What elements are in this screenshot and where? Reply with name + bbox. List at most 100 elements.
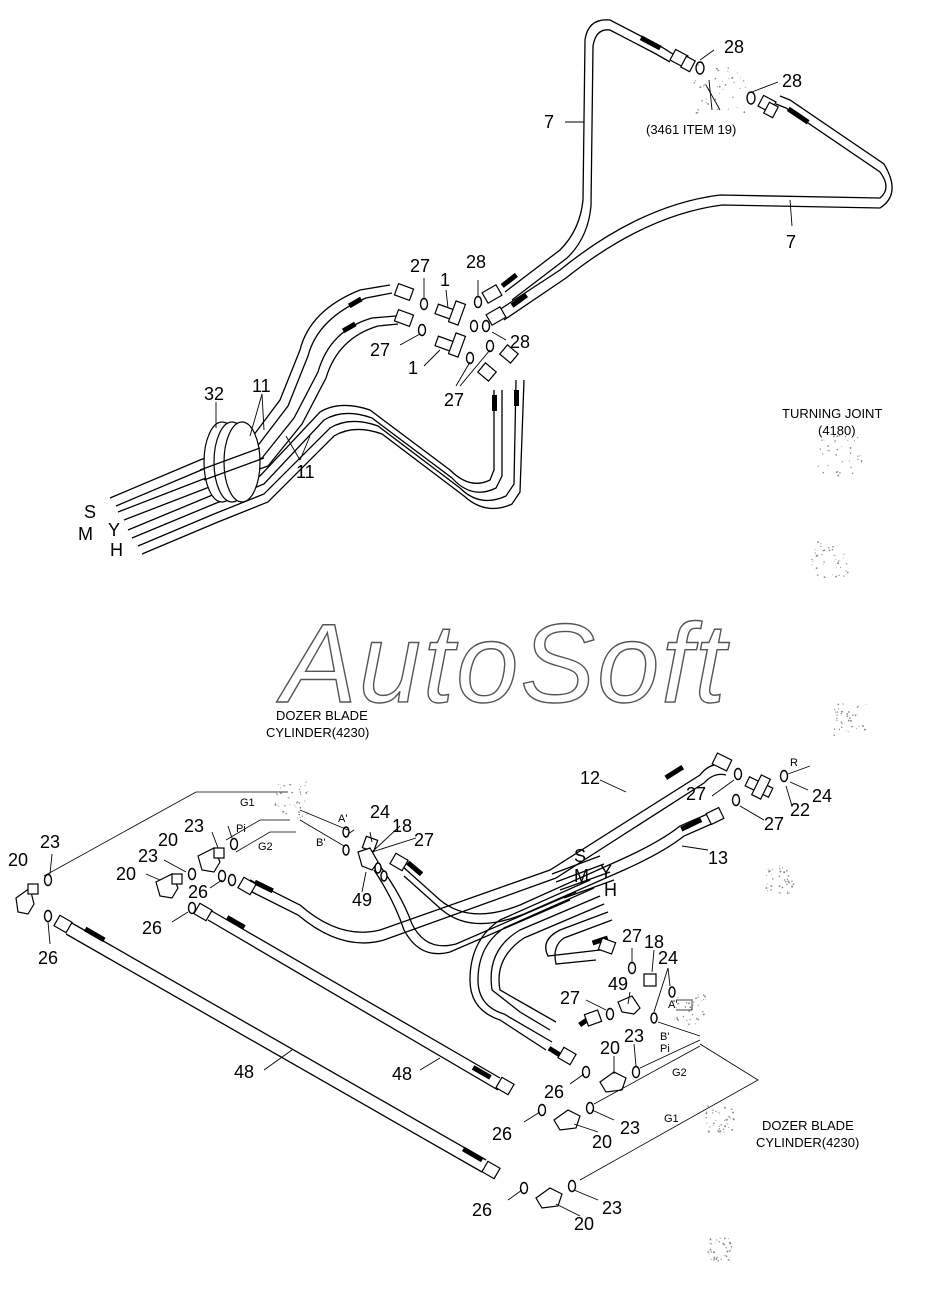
noise-dot: [848, 460, 851, 462]
noise-dot: [688, 1002, 690, 1005]
hose-7-lower: [495, 95, 893, 321]
noise-dot: [713, 1258, 716, 1260]
noise-dot: [709, 1248, 712, 1251]
noise-dot: [725, 1118, 728, 1121]
noise-dot: [832, 433, 833, 435]
label-7: 7: [786, 232, 796, 252]
noise-dot: [714, 77, 717, 80]
noise-dot: [852, 714, 854, 716]
noise-dot: [712, 1122, 714, 1124]
noise-dot: [701, 1000, 703, 1002]
noise-dot: [835, 575, 838, 578]
noise-dot: [289, 804, 291, 806]
noise-dot: [778, 885, 781, 887]
turning-joint-number: (4180): [818, 423, 856, 438]
noise-dot: [716, 1257, 718, 1259]
label-23: 23: [602, 1198, 622, 1218]
noise-dot: [787, 880, 790, 883]
label-49: 49: [352, 890, 372, 910]
noise-dot: [277, 791, 279, 793]
noise-dot: [778, 868, 781, 870]
noise-dot: [791, 885, 794, 888]
noise-dot: [716, 108, 719, 111]
noise-dot: [837, 703, 840, 706]
noise-dot: [728, 1241, 731, 1244]
label-20: 20: [574, 1214, 594, 1234]
noise-dot: [765, 887, 768, 890]
noise-dot: [706, 86, 708, 88]
noise-dot: [849, 452, 852, 454]
label-26: 26: [142, 918, 162, 938]
port-pi: Pi: [236, 823, 246, 835]
noise-dot: [709, 1238, 712, 1241]
noise-dot: [298, 802, 301, 804]
noise-dot: [693, 1001, 695, 1003]
label-27: 27: [444, 390, 464, 410]
label-26: 26: [544, 1082, 564, 1102]
noise-dot: [845, 562, 847, 564]
noise-dot: [707, 1130, 710, 1133]
noise-dot: [682, 1015, 685, 1018]
noise-dot: [728, 78, 730, 80]
label-27: 27: [370, 340, 390, 360]
noise-dot: [853, 440, 856, 442]
noise-dot: [689, 1006, 692, 1009]
noise-dot: [817, 465, 820, 467]
noise-dot: [812, 560, 814, 562]
noise-dot: [861, 724, 863, 726]
noise-dot: [713, 1260, 715, 1262]
noise-dot: [721, 80, 723, 82]
label-27: 27: [410, 256, 430, 276]
noise-dot: [857, 705, 859, 707]
noise-dot: [709, 1242, 711, 1244]
label-23: 23: [40, 832, 60, 852]
noise-dot: [298, 788, 301, 791]
noise-dot: [708, 1253, 710, 1255]
noise-dot: [787, 875, 790, 877]
noise-dot: [731, 1128, 734, 1131]
noise-dot: [821, 435, 823, 437]
noise-dot: [714, 98, 717, 101]
noise-dot: [846, 713, 849, 715]
noise-dot: [719, 92, 720, 94]
hose-7-upper: [500, 19, 677, 301]
label-13: 13: [708, 848, 728, 868]
noise-dot: [840, 712, 842, 715]
noise-dot: [736, 72, 738, 74]
noise-dot: [728, 1126, 730, 1129]
noise-dot: [697, 111, 699, 113]
noise-dot: [677, 1002, 680, 1005]
label-28: 28: [466, 252, 486, 272]
noise-dot: [846, 571, 849, 574]
noise-dot: [689, 1018, 691, 1021]
noise-dot: [725, 1246, 728, 1249]
noise-dot: [727, 108, 729, 110]
noise-dot: [715, 1258, 718, 1260]
port-a-prime: A': [668, 999, 677, 1011]
noise-dot: [673, 1000, 676, 1003]
noise-dot: [838, 574, 840, 576]
noise-dot: [844, 436, 847, 438]
noise-dot: [711, 1112, 714, 1114]
noise-dot: [786, 892, 789, 894]
noise-dot: [837, 714, 839, 715]
upper-assembly: 28 28 (3461 ITEM 19) 7 7 27 28 1 28 27 1…: [78, 19, 893, 560]
label-26: 26: [38, 948, 58, 968]
smyh-hose-ends: [551, 855, 615, 899]
noise-dot: [865, 704, 867, 705]
noise-dot: [295, 806, 297, 808]
noise-dot: [719, 1133, 721, 1135]
noise-dot: [836, 719, 838, 721]
noise-dot: [822, 471, 825, 474]
noise-dot: [740, 77, 742, 79]
noise-dot: [296, 802, 298, 804]
noise-dot: [718, 1128, 721, 1130]
noise-dot: [722, 1242, 724, 1245]
label-22: 22: [790, 800, 810, 820]
noise-dot: [280, 787, 282, 789]
noise-dot: [710, 1251, 713, 1253]
lower-left-fittings: [15, 837, 257, 923]
noise-dot: [814, 549, 816, 551]
noise-dot: [713, 1251, 716, 1254]
noise-dot: [697, 1018, 700, 1021]
